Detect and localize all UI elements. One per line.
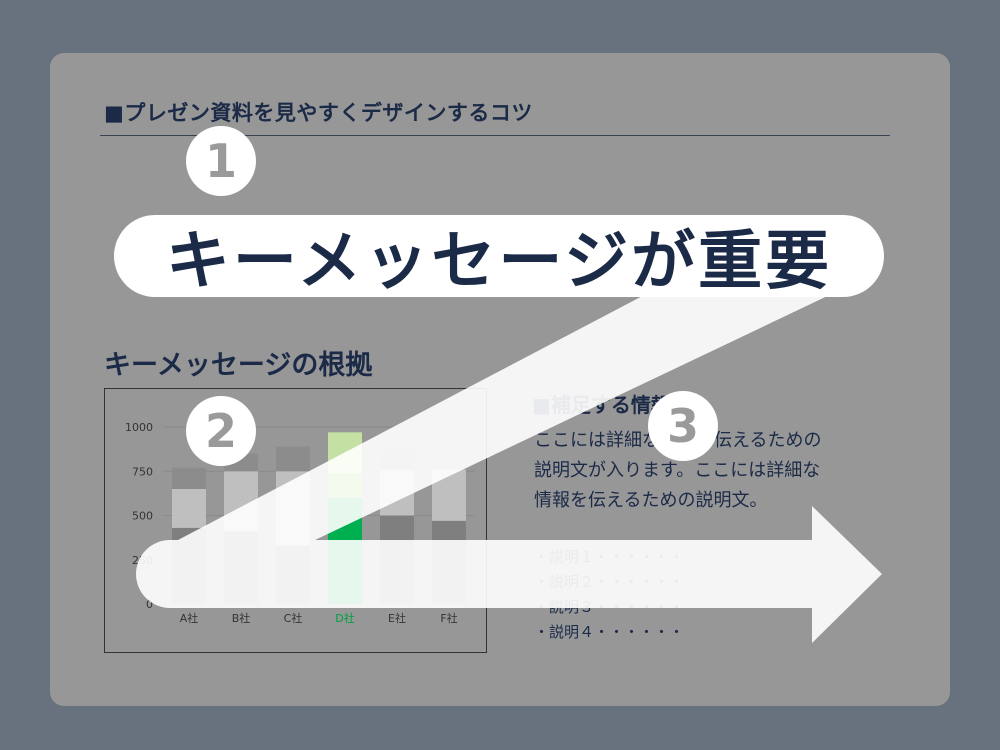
step-badge-2: 2 bbox=[186, 396, 256, 466]
bullet-item: ・説明４・・・・・・ bbox=[534, 623, 685, 641]
x-tick-label: E社 bbox=[388, 611, 406, 625]
x-tick-label: F社 bbox=[440, 611, 457, 625]
bar-segment bbox=[276, 446, 310, 472]
x-tick-label: B社 bbox=[232, 611, 251, 625]
x-tick-label: D社 bbox=[335, 611, 354, 625]
y-tick-label: 1000 bbox=[125, 421, 153, 434]
basis-title: キーメッセージの根拠 bbox=[104, 350, 373, 381]
bullet-item: ・説明３・・・・・・ bbox=[534, 598, 685, 616]
bar-segment bbox=[276, 545, 310, 604]
bar-segment bbox=[380, 450, 414, 470]
bar-segment bbox=[172, 527, 206, 604]
step-badge-3: 3 bbox=[648, 391, 718, 461]
bar-segment bbox=[380, 515, 414, 604]
bar-segment bbox=[224, 471, 258, 532]
bar-segment bbox=[276, 471, 310, 546]
slide-header: ■プレゼン資料を見やすくデザインするコツ bbox=[104, 101, 533, 125]
bar-segment bbox=[224, 531, 258, 604]
bar-segment bbox=[172, 467, 206, 489]
bar-segment bbox=[328, 473, 362, 498]
bar-segment bbox=[432, 520, 466, 604]
key-message: キーメッセージが重要 bbox=[114, 215, 884, 299]
y-tick-label: 0 bbox=[146, 598, 153, 611]
bar-segment bbox=[328, 497, 362, 604]
y-tick-label: 250 bbox=[132, 554, 153, 567]
bar-segment bbox=[380, 469, 414, 516]
x-tick-label: A社 bbox=[180, 611, 199, 625]
y-tick-label: 750 bbox=[132, 465, 153, 478]
bar-segment bbox=[172, 488, 206, 528]
bullet-item: ・説明２・・・・・・ bbox=[534, 573, 685, 591]
bar-segment bbox=[432, 469, 466, 521]
bar-segment bbox=[328, 432, 362, 474]
header-divider bbox=[100, 135, 890, 136]
x-tick-label: C社 bbox=[284, 611, 303, 625]
slide-panel: ■プレゼン資料を見やすくデザインするコツ キーメッセージの根拠 0 250 500 7… bbox=[50, 53, 950, 706]
bullet-list: ・説明１・・・・・・ ・説明２・・・・・・ ・説明３・・・・・・ ・説明４・・・… bbox=[534, 545, 684, 645]
y-tick-label: 500 bbox=[132, 510, 153, 523]
step-badge-1: 1 bbox=[186, 126, 256, 196]
bullet-item: ・説明１・・・・・・ bbox=[534, 548, 685, 566]
